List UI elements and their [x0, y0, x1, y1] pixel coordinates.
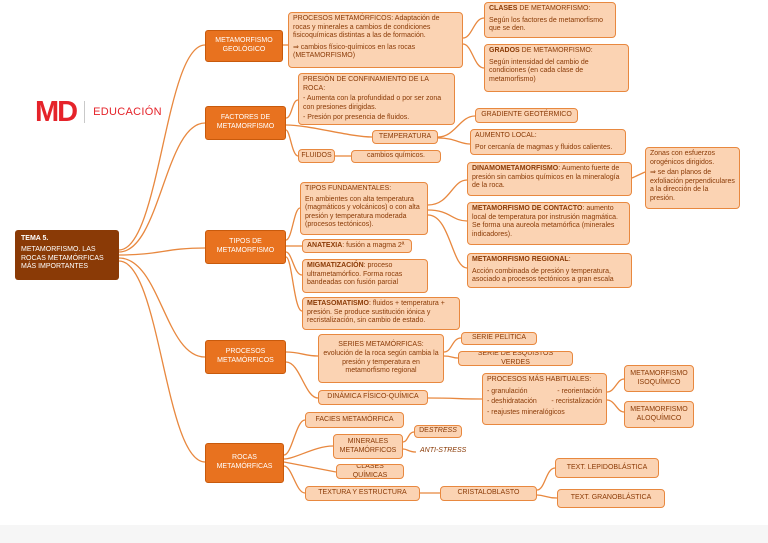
fund-body: En ambientes con alta temperatura (magmá… [305, 195, 420, 229]
migma-rest: : proceso ultrametamórfico. Forma rocas … [307, 262, 403, 287]
presion-note: PRESIÓN DE CONFINAMIENTO DE LA ROCA: - A… [298, 73, 455, 125]
cambios-quimicos-node: cambios químicos. [351, 150, 441, 163]
zonas-esfuerzos-note: Zonas con esfuerzos orogénicos dirigidos… [645, 147, 740, 209]
branch-factores: FACTORES DE METAMORFISMO [205, 106, 286, 140]
dinamo-bold: DINAMOMETAMORFISMO [472, 165, 559, 172]
de-stress-node: DE STRESS [414, 425, 462, 438]
contacto-node: METAMORFISMO DE CONTACTO: aumento local … [467, 202, 630, 245]
branch-procesos-label: PROCESOS METAMÓRFICOS [217, 348, 274, 364]
clases-metamorfismo-note: CLASES DE METAMORFISMO: Según los factor… [484, 2, 616, 38]
metaso-rest: : fluidos + temperatura + presión. Se pr… [307, 300, 445, 325]
habituales-title: PROCESOS MÁS HABITUALES: [487, 376, 592, 383]
md-educacion-logo: MD EDUCACIÓN [35, 95, 162, 128]
procesos-note-title: PROCESOS METAMÓRFICOS: Adaptación de roc… [293, 15, 440, 40]
bottom-margin [0, 525, 768, 543]
logo-mark: MD [35, 95, 78, 128]
branch-tipos-label: TIPOS DE METAMORFISMO [216, 238, 275, 254]
migmatizacion-node: MIGMATIZACIÓN: proceso ultrametamórfico.… [302, 259, 428, 293]
habitual-reajustes: - reajustes mineralógicos [487, 408, 565, 416]
presion-line-1: - Aumenta con la profundidad o por ser z… [303, 95, 442, 111]
contacto-rest: : aumento local de temperatura por instr… [472, 205, 618, 238]
serie-esquistos-node: SERIE DE ESQUISTOS VERDES [458, 351, 573, 366]
habitual-granulacion: - granulación [487, 387, 528, 395]
presion-line-2: - Presión por presencia de fluidos. [303, 114, 410, 122]
anti-stress-label: ANTI-STRESS [420, 447, 467, 454]
habitual-recristalizacion: - recristalización [551, 398, 602, 406]
migma-bold: MIGMATIZACIÓN [307, 262, 364, 269]
grados-metamorfismo-note: GRADOS DE METAMORFISMO: Según intensidad… [484, 44, 629, 92]
facies-node: FACIES METAMÓRFICA [305, 412, 404, 428]
serie-pelitica-node: SERIE PELÍTICA [461, 332, 537, 345]
aumento-local-note: AUMENTO LOCAL: Por cercanía de magmas y … [470, 129, 626, 155]
granoblastica-node: TEXT. GRANOBLÁSTICA [557, 489, 665, 508]
procesos-metamorficos-note: PROCESOS METAMÓRFICOS: Adaptación de roc… [288, 12, 463, 68]
grados-rest: DE METAMORFISMO: [519, 47, 593, 54]
gradiente-node: GRADIENTE GEOTÉRMICO [475, 108, 578, 123]
logo-text: EDUCACIÓN [93, 106, 162, 118]
branch-rocas: ROCAS METAMÓRFICAS [205, 443, 284, 483]
procesos-note-arrow: ⇒ cambios físico-químicos en las rocas (… [293, 43, 416, 60]
grados-bold: GRADOS [489, 47, 520, 54]
root-title: TEMA 5. [21, 235, 49, 242]
clases-quimicas-node: CLASES QUÍMICAS [336, 464, 404, 479]
presion-title: PRESIÓN DE CONFINAMIENTO DE LA ROCA: [303, 76, 429, 92]
regional-node: METAMORFISMO REGIONAL: Acción combinada … [467, 253, 632, 288]
habitual-reorientacion: - reorientación [557, 387, 602, 395]
minerales-node: MINERALES METAMÓRFICOS [333, 434, 403, 459]
cristaloblasto-node: CRISTALOBLASTO [440, 486, 537, 501]
dinamica-node: DINÁMICA FÍSICO-QUÍMICA [318, 390, 428, 405]
anatexia-node: ANATEXIA: fusión a magma 2ª [302, 239, 412, 253]
temperatura-node: TEMPERATURA [372, 130, 438, 144]
dinamo-rest: : Aumento fuerte de presión sin cambios … [472, 165, 620, 190]
series-metamorficas-note: SERIES METAMÓRFICAS: evolución de la roc… [318, 334, 444, 383]
fund-title: TIPOS FUNDAMENTALES: [305, 185, 392, 192]
regional-bold: METAMORFISMO REGIONAL [472, 256, 569, 263]
isoquimico-node: METAMORFISMO ISOQUÍMICO [624, 365, 694, 392]
fluidos-node: FLUIDOS [298, 149, 335, 163]
root-node: TEMA 5. METAMORFISMO. LAS ROCAS METAMÓRF… [15, 230, 119, 280]
clases-bold: CLASES [489, 5, 518, 12]
dinamometamorfismo-node: DINAMOMETAMORFISMO: Aumento fuerte de pr… [467, 162, 632, 196]
habitual-deshidratacion: - deshidratación [487, 398, 537, 406]
tipos-fundamentales-note: TIPOS FUNDAMENTALES: En ambientes con al… [300, 182, 428, 235]
textura-node: TEXTURA Y ESTRUCTURA [305, 486, 420, 501]
lepidoblastica-node: TEXT. LEPIDOBLÁSTICA [555, 458, 659, 478]
metasomatismo-node: METASOMATISMO: fluidos + temperatura + p… [302, 297, 460, 330]
aumento-body: Por cercanía de magmas y fluidos calient… [475, 143, 613, 151]
de-stress-prefix: DE [419, 427, 429, 435]
regional-rest: : [568, 256, 571, 263]
branch-geologico-label: METAMORFISMO GEOLÓGICO [215, 37, 273, 53]
clases-rest: DE METAMORFISMO: [517, 5, 591, 12]
aumento-title: AUMENTO LOCAL: [475, 132, 537, 139]
branch-geologico: METAMORFISMO GEOLÓGICO [205, 30, 283, 62]
aloquimico-node: METAMORFISMO ALOQUÍMICO [624, 401, 694, 428]
de-stress-italic: STRESS [428, 427, 457, 435]
grados-body: Según intensidad del cambio de condicion… [489, 58, 589, 83]
branch-factores-label: FACTORES DE METAMORFISMO [216, 114, 275, 130]
logo-divider [84, 101, 86, 123]
contacto-bold: METAMORFISMO DE CONTACTO [472, 205, 583, 212]
zonas-line-1: Zonas con esfuerzos orogénicos dirigidos… [650, 150, 715, 166]
clases-body: Según los factores de metamorfismo que s… [489, 16, 603, 33]
zonas-line-2: ⇒ se dan planos de exfoliación perpendic… [650, 169, 735, 202]
branch-tipos: TIPOS DE METAMORFISMO [205, 230, 286, 264]
branch-procesos: PROCESOS METAMÓRFICOS [205, 340, 286, 374]
anatexia-bold: ANATEXIA [307, 242, 343, 249]
regional-body: Acción combinada de presión y temperatur… [472, 267, 614, 284]
anatexia-rest: : fusión a magma 2ª [342, 242, 405, 249]
procesos-habituales-note: PROCESOS MÁS HABITUALES: - granulación -… [482, 373, 607, 425]
branch-rocas-label: ROCAS METAMÓRFICAS [216, 454, 273, 470]
metaso-bold: METASOMATISMO [307, 300, 369, 307]
root-subtitle: METAMORFISMO. LAS ROCAS METAMÓRFICAS MÁS… [21, 246, 104, 271]
